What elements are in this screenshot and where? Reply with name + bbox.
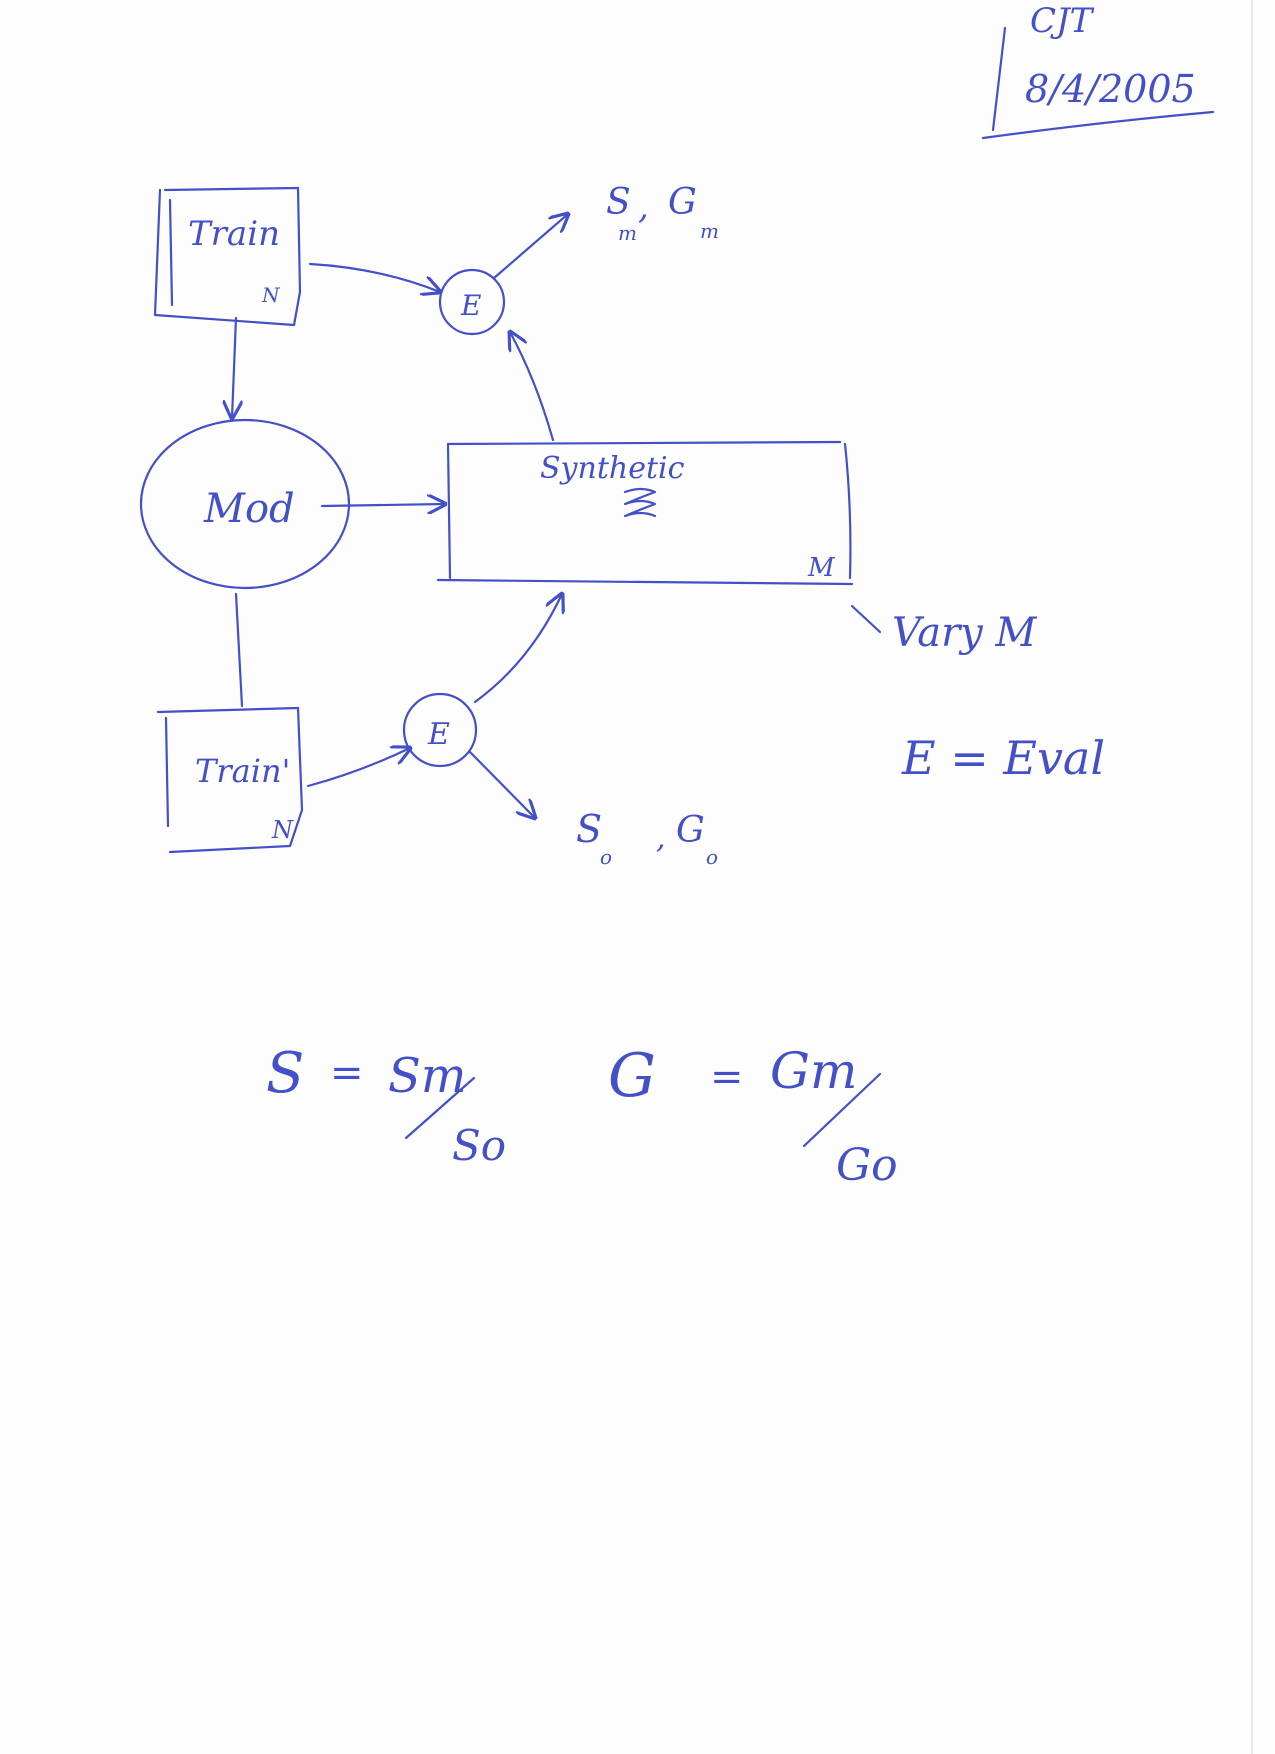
train-top-corner: N — [261, 283, 281, 307]
formula-g: G = Gm Go — [608, 1041, 898, 1191]
eval-bottom-label: E — [427, 717, 450, 752]
formula-s-lhs: S — [266, 1041, 304, 1106]
train-top-label: Train — [188, 214, 280, 254]
output-bottom-g: G — [676, 810, 705, 851]
signature-initials: CJT — [1030, 1, 1095, 41]
eval-top-label: E — [460, 289, 481, 322]
signature-block: CJT 8/4/2005 — [981, 1, 1215, 140]
arrow-eval-bottom-to-output — [468, 750, 535, 818]
connectors — [232, 214, 882, 818]
eval-legend-note: E = Eval — [901, 731, 1105, 785]
spring-icon — [623, 487, 657, 518]
formula-s: S = Sm So — [266, 1041, 506, 1170]
formula-g-lhs: G — [608, 1041, 656, 1111]
tick-vary-m — [850, 604, 882, 634]
arrow-eval-top-to-output — [492, 214, 568, 280]
train-bottom-corner: N — [271, 816, 294, 844]
line-model-to-train-bottom — [234, 592, 244, 708]
output-top-sep: , — [638, 187, 649, 227]
formula-g-den: Go — [836, 1140, 898, 1191]
output-bottom-s-sub: o — [600, 845, 612, 869]
formula-s-slash — [404, 1076, 476, 1140]
formula-g-eq: = — [710, 1054, 744, 1100]
output-bottom: S o , G o — [576, 807, 718, 869]
synthetic-box: Synthetic M — [436, 440, 854, 586]
output-bottom-s: S — [576, 807, 602, 851]
signature-underline — [981, 110, 1215, 140]
model-node: Mod — [139, 418, 351, 590]
signature-date: 8/4/2005 — [1025, 67, 1196, 111]
synthetic-label: Synthetic — [540, 451, 685, 486]
output-top: S m , G m — [606, 182, 719, 245]
output-top-g: G — [668, 182, 697, 223]
formula-s-den: So — [452, 1121, 506, 1170]
arrow-train-to-eval-top — [308, 262, 440, 292]
formula-s-num: Sm — [388, 1048, 466, 1104]
synthetic-corner: M — [807, 553, 836, 583]
output-bottom-sep: , — [656, 821, 666, 856]
arrow-model-to-synthetic — [320, 504, 445, 506]
train-bottom-box: Train' N — [156, 706, 304, 854]
formula-g-num: Gm — [770, 1042, 857, 1100]
output-top-g-sub: m — [700, 219, 719, 243]
signature-bracket-side — [991, 26, 1007, 132]
model-label: Mod — [203, 486, 295, 532]
eval-bottom-node: E — [402, 692, 478, 768]
eval-top-node: E — [438, 268, 506, 336]
vary-m-note: Vary M — [892, 610, 1037, 656]
arrow-train-bottom-to-eval-bottom — [306, 748, 410, 788]
output-top-s-sub: m — [618, 221, 637, 245]
output-top-s: S — [606, 182, 631, 223]
arrow-synthetic-to-eval-top — [510, 332, 555, 442]
formula-s-eq: = — [330, 1050, 364, 1096]
train-top-box: Train N — [153, 186, 302, 327]
arrow-train-to-model — [232, 316, 236, 418]
formula-g-slash — [802, 1072, 882, 1148]
arrow-eval-bottom-to-synthetic — [473, 594, 562, 704]
train-bottom-label: Train' — [195, 752, 290, 790]
output-bottom-g-sub: o — [706, 845, 718, 869]
